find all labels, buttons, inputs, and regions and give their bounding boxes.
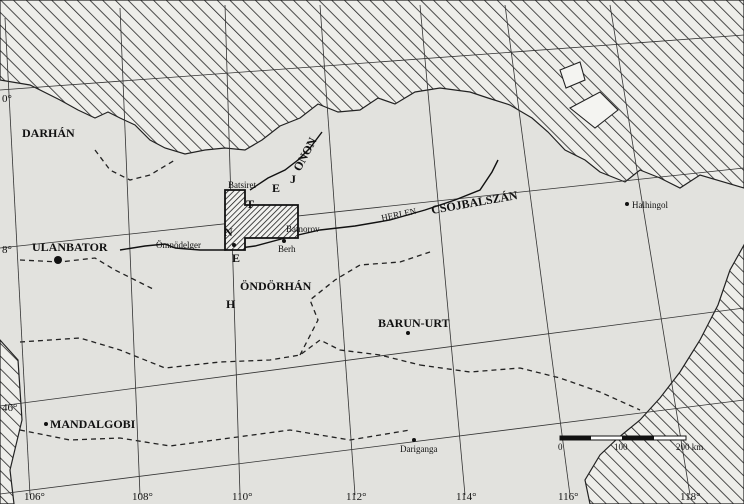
lon-label-106: 106° xyxy=(24,491,45,503)
parallel-low xyxy=(0,307,744,407)
label-batsiret: Batsiret xyxy=(228,180,256,190)
scale-bar: 0 100 200 km xyxy=(558,435,703,452)
label-dariganga: Dariganga xyxy=(400,444,437,454)
label-ulanbator: ULANBATOR xyxy=(32,240,108,254)
scale-label-0: 0 xyxy=(558,442,563,452)
label-batnorov: Batnorov xyxy=(286,224,320,234)
lon-label-110: 110° xyxy=(232,491,253,503)
meridian-106 xyxy=(4,17,31,496)
hatch-left-strip xyxy=(0,339,23,504)
marker-omnodelger xyxy=(232,243,236,247)
hentej-letter: T xyxy=(246,197,254,211)
scale-label-100: 100 xyxy=(614,442,628,452)
lon-label-112: 112° xyxy=(346,491,367,503)
hentej-letter: H xyxy=(226,297,236,311)
meridian-112 xyxy=(319,4,356,496)
lon-label-108: 108° xyxy=(132,491,153,503)
lake-north xyxy=(559,61,586,89)
label-omnodelger: Ömnödelger xyxy=(156,240,201,250)
boundary-south-2 xyxy=(19,429,411,447)
province-boundaries xyxy=(19,149,641,447)
boundary-north xyxy=(94,149,176,181)
city-markers xyxy=(44,202,629,442)
hentej-letter: E xyxy=(272,181,280,195)
boundary-south xyxy=(19,337,421,369)
meridian-108 xyxy=(119,7,141,496)
marker-mandalgobi xyxy=(44,422,48,426)
region-hentej: H E N T E J xyxy=(224,172,296,311)
marker-halhingol xyxy=(625,202,629,206)
meridian-114 xyxy=(419,4,466,496)
hatch-north xyxy=(0,0,744,189)
label-ondorhan: ÖNDÖRHÁN xyxy=(240,279,312,293)
lon-label-116: 116° xyxy=(558,491,579,503)
lat-label-low: 46° xyxy=(2,402,17,414)
scale-label-200: 200 km xyxy=(676,442,703,452)
lat-label-mid: 8° xyxy=(2,244,12,256)
lat-label-top: 0° xyxy=(2,93,12,105)
label-mandalgobi: MANDALGOBI xyxy=(50,417,136,431)
label-darhan: DARHÁN xyxy=(22,126,75,140)
river-tuul xyxy=(119,243,176,251)
meridian-116 xyxy=(504,4,571,496)
lake-east xyxy=(569,91,619,129)
marker-dariganga xyxy=(412,438,416,442)
lakes xyxy=(559,61,619,129)
hentej-letter: E xyxy=(232,251,240,265)
boundary-center xyxy=(299,251,431,356)
meridian-118 xyxy=(609,4,691,496)
label-barun-urt: BARUN-URT xyxy=(378,316,450,330)
lon-label-114: 114° xyxy=(456,491,477,503)
label-halhingol: Halhingol xyxy=(632,200,668,210)
lon-label-118: 118° xyxy=(680,491,701,503)
marker-barun-urt xyxy=(406,331,410,335)
marker-berh xyxy=(282,239,286,243)
label-berh: Berh xyxy=(278,244,296,254)
study-area xyxy=(224,189,299,251)
hentej-letter: N xyxy=(224,225,233,239)
marker-ulanbator xyxy=(54,256,62,264)
boundary-se xyxy=(419,364,641,411)
parallel-bottom xyxy=(0,399,744,495)
graticule xyxy=(0,4,744,496)
parallel-mid xyxy=(0,167,744,249)
river-onon xyxy=(249,131,323,191)
parallel-top xyxy=(0,34,744,91)
scale-bar-segment xyxy=(560,436,591,440)
scale-bar-segment xyxy=(622,436,654,440)
hentej-letter: J xyxy=(290,172,296,186)
